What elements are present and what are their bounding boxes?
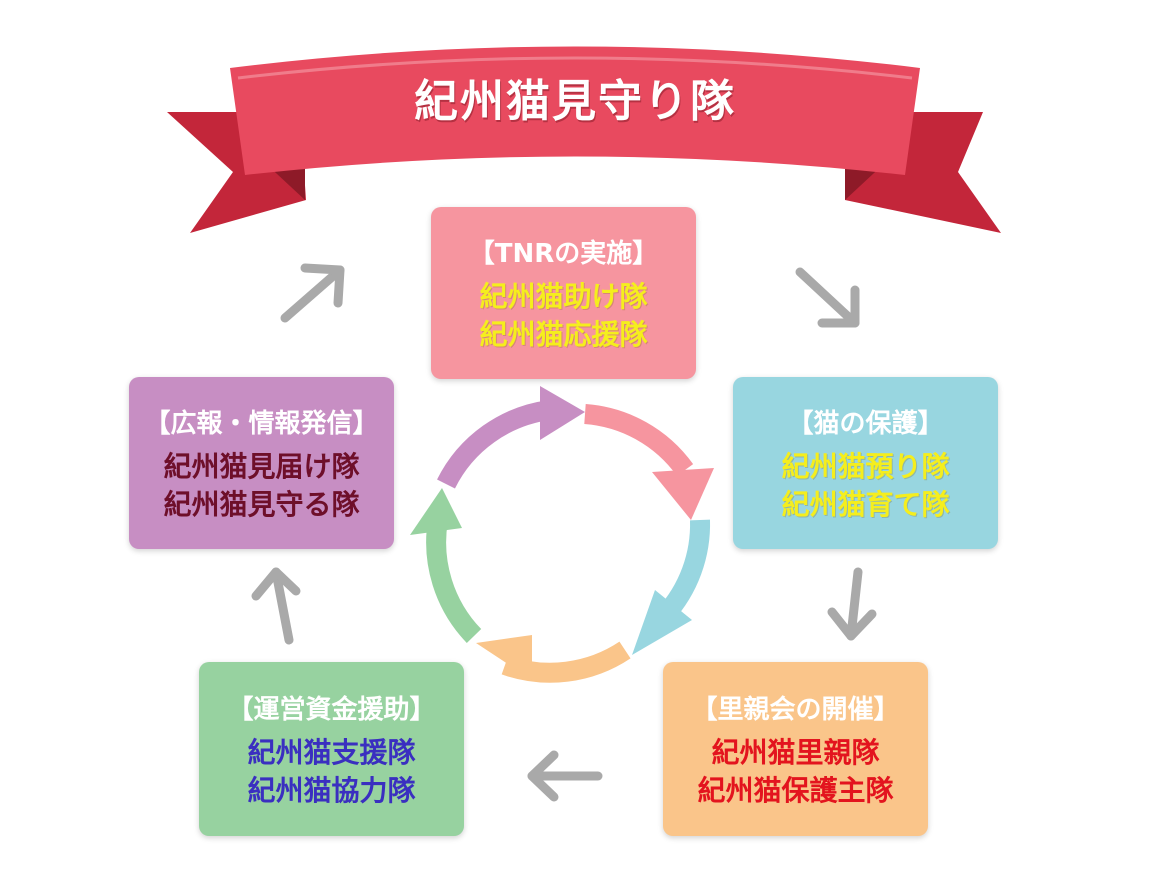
box-publicity-line-1: 紀州猫見届け隊	[163, 449, 360, 483]
ribbon-highlight	[237, 56, 913, 80]
cycle-arrow-pink	[584, 404, 714, 520]
arrow-down-icon	[827, 567, 877, 641]
box-funding-line-2: 紀州猫協力隊	[247, 773, 416, 807]
box-funding: 【運営資金援助】 紀州猫支援隊 紀州猫協力隊	[199, 662, 464, 836]
outer-arrows	[251, 263, 877, 802]
cycle-arrow-orange	[476, 635, 631, 683]
box-tnr-line-1: 紀州猫助け隊	[479, 279, 648, 313]
title-ribbon	[167, 46, 1001, 233]
box-adoption-event: 【里親会の開催】 紀州猫里親隊 紀州猫保護主隊	[663, 662, 928, 836]
cycle-arrow-green	[410, 488, 482, 643]
box-funding-heading: 【運営資金援助】	[227, 694, 436, 725]
box-tnr: 【TNRの実施】 紀州猫助け隊 紀州猫応援隊	[431, 207, 696, 379]
cycle-arrow-purple	[437, 386, 585, 489]
arrow-down-right-icon	[795, 267, 860, 328]
box-tnr-line-2: 紀州猫応援隊	[479, 317, 648, 351]
cycle-arrows	[410, 386, 714, 683]
box-publicity: 【広報・情報発信】 紀州猫見届け隊 紀州猫見守る隊	[129, 377, 394, 549]
box-adoption-event-heading: 【里親会の開催】	[691, 694, 900, 725]
page-title: 紀州猫見守り隊	[414, 76, 736, 127]
box-funding-line-1: 紀州猫支援隊	[247, 735, 416, 769]
box-adoption-event-line-1: 紀州猫里親隊	[711, 735, 880, 769]
arrow-left-icon	[527, 750, 603, 802]
cycle-arrow-blue	[632, 519, 711, 655]
arrow-up-icon	[251, 567, 301, 645]
box-publicity-heading: 【広報・情報発信】	[144, 408, 379, 439]
box-adoption-event-line-2: 紀州猫保護主隊	[697, 773, 894, 807]
box-cat-protection: 【猫の保護】 紀州猫預り隊 紀州猫育て隊	[733, 377, 998, 549]
arrow-up-right-icon	[280, 263, 345, 323]
box-cat-protection-heading: 【猫の保護】	[787, 408, 944, 439]
box-cat-protection-line-1: 紀州猫預り隊	[781, 449, 950, 483]
box-cat-protection-line-2: 紀州猫育て隊	[781, 487, 950, 521]
box-publicity-line-2: 紀州猫見守る隊	[163, 487, 360, 521]
ribbon-body	[230, 46, 920, 175]
box-tnr-heading: 【TNRの実施】	[468, 238, 659, 269]
